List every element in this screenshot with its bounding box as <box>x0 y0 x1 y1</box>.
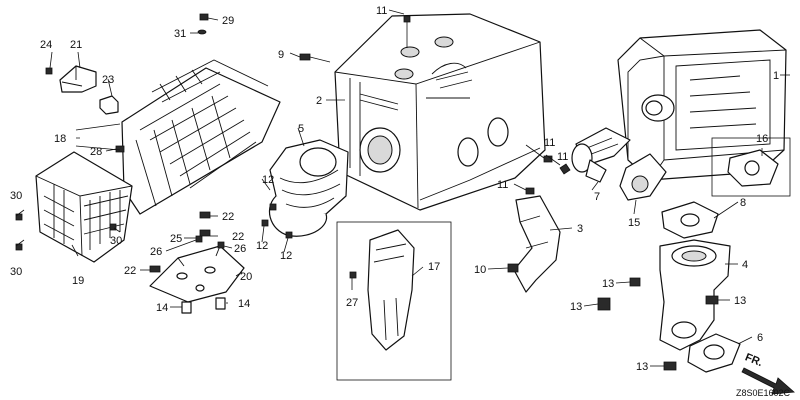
callout-15: 15 <box>628 217 640 229</box>
exhaust-pipe <box>659 239 731 351</box>
stay-bracket <box>59 65 97 93</box>
callout-5: 5 <box>298 123 304 135</box>
callout-27: 27 <box>346 297 358 309</box>
heat-shield <box>336 221 452 381</box>
callout-14-b: 14 <box>238 298 250 310</box>
callout-22-mid: 22 <box>232 231 244 243</box>
callout-8: 8 <box>740 197 746 209</box>
callout-30-bottom: 30 <box>10 266 22 278</box>
callout-10: 10 <box>474 264 486 276</box>
muffler-protector-front <box>35 151 133 263</box>
reference-code: Z8S0E1602C <box>736 388 791 398</box>
callout-7: 7 <box>594 191 600 203</box>
callout-4: 4 <box>742 259 748 271</box>
callout-9: 9 <box>278 49 284 61</box>
exhaust-screen <box>619 153 667 201</box>
callout-26-left: 26 <box>150 246 162 258</box>
callout-29: 29 <box>222 15 234 27</box>
gasket-top <box>711 137 791 197</box>
callout-22-left: 22 <box>124 265 136 277</box>
callout-11-top: 11 <box>376 5 387 17</box>
rubber-boot <box>268 139 349 237</box>
callout-23: 23 <box>102 74 114 86</box>
callout-20: 20 <box>240 271 252 283</box>
callout-1: 1 <box>773 70 779 82</box>
callout-6: 6 <box>757 332 763 344</box>
callout-25: 25 <box>170 233 182 245</box>
direction-label: FR. <box>743 351 764 369</box>
muffler-stay <box>513 195 561 293</box>
callout-26-right: 26 <box>234 243 246 255</box>
callout-11-right: 11 <box>544 137 555 149</box>
gasket-bottom <box>687 333 741 373</box>
callout-numbers: 1 2 3 4 5 6 7 8 9 10 11 11 11 11 12 12 1… <box>10 5 779 373</box>
callout-11-lower: 11 <box>497 179 508 191</box>
callout-19: 19 <box>72 275 84 287</box>
callout-31: 31 <box>174 28 186 40</box>
callout-22-top: 22 <box>222 211 234 223</box>
callout-13-a: 13 <box>602 278 614 290</box>
callout-24: 24 <box>40 39 52 51</box>
callout-28: 28 <box>90 146 102 158</box>
collar <box>99 95 119 115</box>
spark-arrester <box>571 127 631 183</box>
callout-30-top: 30 <box>10 190 22 202</box>
callout-13-d: 13 <box>636 361 648 373</box>
callout-30-right: 30 <box>110 235 122 247</box>
callout-13-b: 13 <box>570 301 582 313</box>
hardware-bolts <box>15 13 719 371</box>
callout-11-screen: 11 <box>557 151 568 163</box>
callout-17: 17 <box>428 261 440 273</box>
callout-12-c: 12 <box>280 250 292 262</box>
callout-13-c: 13 <box>734 295 746 307</box>
callout-12-a: 12 <box>262 174 274 186</box>
callout-18: 18 <box>54 133 66 145</box>
stay-plate <box>149 245 245 303</box>
gasket-middle <box>661 201 719 239</box>
fan-cover <box>334 13 546 211</box>
callout-21: 21 <box>70 39 82 51</box>
callout-16: 16 <box>756 133 768 145</box>
callout-14-a: 14 <box>156 302 168 314</box>
leader-lines <box>15 9 790 367</box>
muffler-protector <box>121 59 281 215</box>
callout-2: 2 <box>316 95 322 107</box>
callout-3: 3 <box>577 223 583 235</box>
callout-12-b: 12 <box>256 240 268 252</box>
